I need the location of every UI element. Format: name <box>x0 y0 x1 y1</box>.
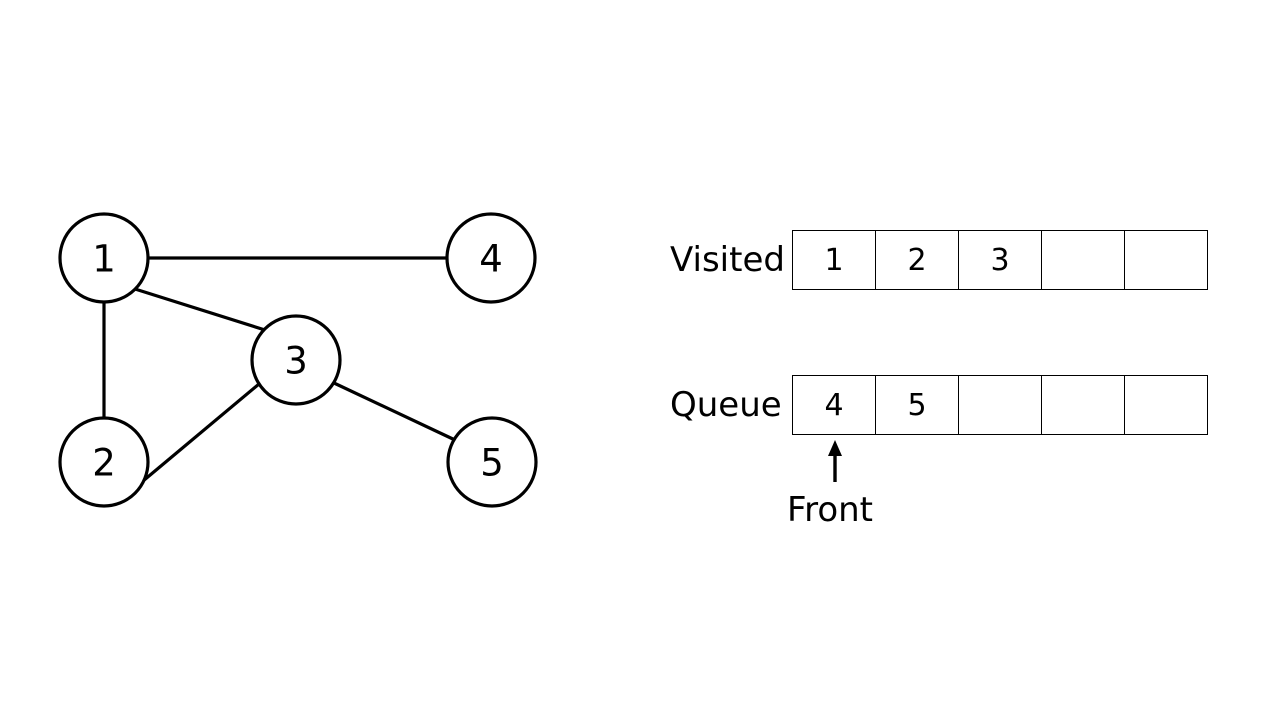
graph-node-label-2: 2 <box>92 442 116 485</box>
front-arrow-icon <box>828 440 842 482</box>
graph-node-1[interactable]: 1 <box>58 212 150 304</box>
graph-node-4[interactable]: 4 <box>445 212 537 304</box>
graph-edge-2-3 <box>141 382 261 483</box>
graph-node-label-1: 1 <box>92 238 116 281</box>
graph-node-label-4: 4 <box>479 238 503 281</box>
visited-cell-3[interactable] <box>1042 231 1125 289</box>
graph-node-circle-2[interactable] <box>58 416 150 508</box>
visited-array: Visited 1 2 3 <box>670 230 1208 290</box>
visited-array-label: Visited <box>670 240 785 280</box>
graph-panel: 1 2 3 4 5 <box>0 0 620 720</box>
graph-node-2[interactable]: 2 <box>58 416 150 508</box>
visited-cell-1[interactable]: 2 <box>876 231 959 289</box>
front-arrow-head <box>828 440 842 456</box>
queue-array-cells: 4 5 <box>792 375 1208 435</box>
graph-node-circle-3[interactable] <box>250 314 342 406</box>
visited-array-cells: 1 2 3 <box>792 230 1208 290</box>
arrays-panel: Visited 1 2 3 Queue 4 5 <box>620 0 1280 720</box>
graph-node-3[interactable]: 3 <box>250 314 342 406</box>
queue-cell-1[interactable]: 5 <box>876 376 959 434</box>
graph-edges <box>102 256 456 483</box>
graph-node-circle-5[interactable] <box>446 416 538 508</box>
queue-cell-4[interactable] <box>1125 376 1208 434</box>
graph-node-circle-1[interactable] <box>58 212 150 304</box>
queue-cell-3[interactable] <box>1042 376 1125 434</box>
graph-edge-1-3 <box>134 287 266 332</box>
queue-cell-0[interactable]: 4 <box>793 376 876 434</box>
visited-cell-2[interactable]: 3 <box>959 231 1042 289</box>
graph-node-label-3: 3 <box>284 340 308 383</box>
graph-edge-3-5 <box>333 381 456 442</box>
graph-node-5[interactable]: 5 <box>446 416 538 508</box>
queue-front-pointer: Front <box>787 437 972 547</box>
queue-array-label: Queue <box>670 385 782 425</box>
front-pointer-label: Front <box>787 490 873 530</box>
visited-cell-0[interactable]: 1 <box>793 231 876 289</box>
graph-node-label-5: 5 <box>480 442 504 485</box>
visited-cell-4[interactable] <box>1125 231 1208 289</box>
queue-array: Queue 4 5 <box>670 375 1208 435</box>
graph-node-circle-4[interactable] <box>445 212 537 304</box>
graph-svg: 1 2 3 4 5 <box>58 212 538 508</box>
queue-cell-2[interactable] <box>959 376 1042 434</box>
